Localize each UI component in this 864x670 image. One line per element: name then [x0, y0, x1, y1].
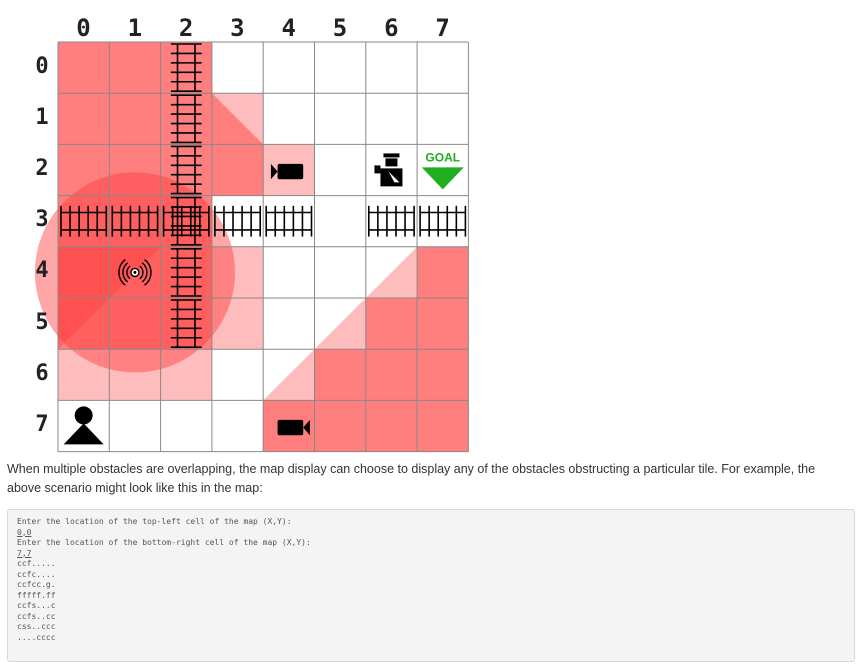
hazard-cell: [58, 298, 110, 350]
railroad-track-icon: [419, 205, 467, 237]
console-output-line: ccfs...c: [17, 601, 56, 610]
column-label: 6: [384, 14, 399, 42]
hazard-cell-light: [211, 298, 264, 350]
grid-lines: [57, 41, 469, 453]
row-label: 2: [35, 156, 49, 181]
caption-text: When multiple obstacles are overlapping,…: [7, 462, 816, 495]
police-officer-icon: [374, 153, 403, 187]
console-output: Enter the location of the top-left cell …: [7, 509, 855, 662]
hazard-cell: [109, 42, 161, 94]
column-label: 3: [230, 14, 245, 42]
row-label: 3: [35, 207, 49, 233]
hazard-cell: [314, 400, 366, 452]
console-output-line: ccf.....: [17, 559, 56, 568]
console-output-line: Enter the location of the bottom-right c…: [17, 538, 311, 547]
goal-marker: GOAL: [421, 150, 464, 190]
console-output-line: ccfcc.g.: [17, 580, 56, 589]
column-label: 5: [332, 14, 348, 42]
hazard-cell: [109, 195, 161, 247]
row-label: 0: [35, 53, 49, 79]
console-input-line: 0,0: [17, 527, 32, 537]
hazard-cell: [58, 93, 110, 145]
hazard-cell-light: [109, 349, 161, 401]
hazard-cell: [365, 400, 418, 452]
railroad-track-icon: [367, 205, 415, 237]
hazard-cell: [58, 144, 110, 196]
row-label: 7: [35, 412, 49, 437]
camera-icon: [270, 163, 304, 180]
column-label: 7: [435, 14, 450, 42]
railroad-track-icon: [170, 94, 202, 144]
hazard-cell: [160, 144, 212, 196]
hazard-wedge-light: [365, 246, 418, 298]
console-output-line: Enter the location of the top-left cell …: [17, 517, 292, 526]
row-label: 4: [35, 258, 49, 284]
railroad-track-icon: [265, 205, 313, 237]
row-label: 5: [35, 309, 49, 335]
hazard-wedge-light: [314, 298, 366, 350]
hazard-cell: [160, 195, 212, 247]
row-label: 1: [35, 104, 49, 130]
hazard-cell: [109, 298, 161, 350]
hazard-cell: [58, 246, 110, 298]
hazard-cell: [417, 349, 469, 401]
column-label: 2: [178, 14, 194, 42]
hazard-cell: [160, 298, 212, 350]
column-label: 1: [127, 14, 143, 42]
console-output-line: ccfc....: [17, 569, 56, 579]
console-input-line: 7,7: [17, 548, 32, 558]
hazard-cell: [109, 144, 161, 196]
hazard-cell: [417, 298, 469, 350]
railroad-track-icon: [170, 299, 202, 349]
railroad-track-icon: [60, 205, 108, 237]
railroad-track-icon: [111, 205, 159, 237]
column-label: 0: [76, 14, 91, 42]
railroad-track-icon: [170, 196, 202, 246]
railroad-track-icon: [170, 145, 202, 195]
console-output-line: ccfs..cc: [17, 611, 56, 621]
console-output-line: ....cccc: [17, 632, 56, 642]
hazard-cell: [365, 349, 418, 401]
column-label: 4: [281, 14, 296, 42]
hazard-cell: [160, 93, 212, 145]
railroad-track-icon: [170, 248, 202, 297]
hazard-cell: [417, 400, 469, 452]
hazard-cell: [160, 246, 212, 298]
hazard-cell-light: [58, 349, 110, 401]
railroad-track-icon: [170, 43, 202, 92]
camera-icon: [277, 419, 310, 436]
railroad-track-icon: [162, 205, 210, 237]
hazard-cell: [160, 42, 212, 94]
person-icon: [63, 406, 104, 445]
console-output-line: fffff.ff: [17, 590, 56, 600]
radio-signal-icon: [118, 259, 152, 286]
hazard-wedge: [211, 93, 264, 145]
hazard-cell-light: [160, 349, 212, 401]
hazard-wedge: [417, 246, 469, 298]
goal-label: GOAL: [425, 150, 460, 164]
hazard-cell: [211, 144, 264, 196]
hazard-cell: [109, 93, 161, 145]
hazard-cell-light: [211, 246, 264, 298]
hazard-cell: [58, 42, 110, 94]
hazard-wedge: [314, 349, 366, 401]
console-output-line: css..ccc: [17, 622, 56, 631]
grid-map-figure: GOAL 0 1 2 3 4 5 6 7 0 1 2 3 4 5 6 7: [0, 0, 480, 455]
goal-arrow-icon: [421, 167, 464, 190]
hazard-cell: [58, 195, 110, 247]
grid-map: GOAL: [34, 41, 469, 453]
hazard-wedge: [365, 298, 418, 350]
hazard-wedge-light: [263, 349, 315, 401]
row-label: 6: [35, 360, 49, 386]
railroad-track-icon: [214, 205, 262, 237]
